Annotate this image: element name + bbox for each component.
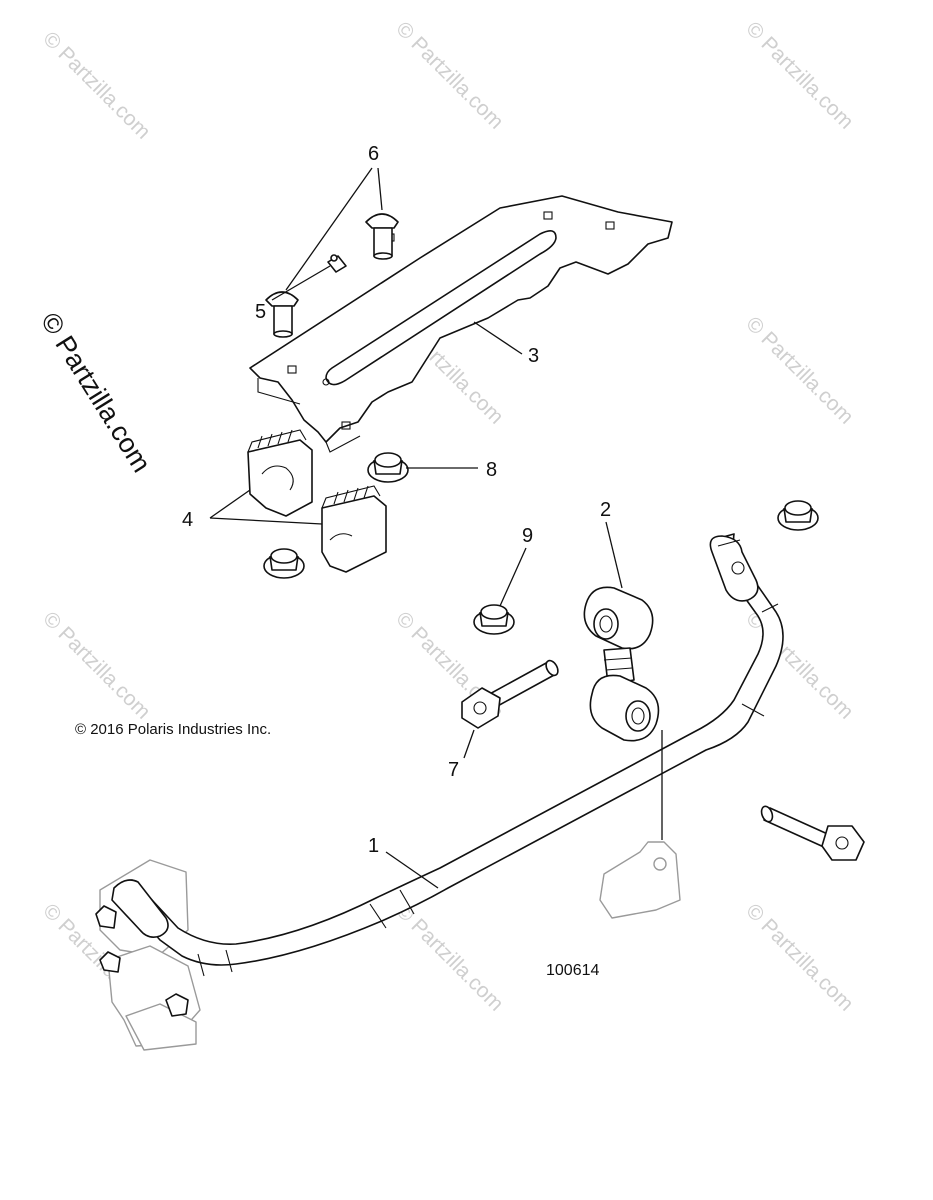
flange-nut-right — [777, 500, 819, 531]
stabilizer-bar — [111, 533, 784, 977]
callout-2: 2 — [600, 499, 611, 521]
bushing-upper — [247, 429, 313, 517]
side-watermark: © Partzilla.com — [35, 307, 157, 477]
grease-fitting — [327, 254, 347, 273]
carriage-bolt-left — [265, 291, 299, 338]
callout-1: 1 — [368, 835, 379, 857]
watermark: © Partzilla.com — [391, 899, 507, 1015]
stabilizer-link — [583, 586, 660, 742]
watermark: © Partzilla.com — [38, 607, 154, 723]
watermark: © Partzilla.com — [741, 312, 857, 428]
figure-number: 100614 — [546, 962, 599, 979]
flange-bolt-right — [760, 805, 865, 861]
callout-5: 5 — [255, 301, 266, 323]
flange-bolt-7 — [461, 659, 559, 729]
mounting-bracket — [249, 195, 673, 453]
watermark: © Partzilla.com — [741, 899, 857, 1015]
watermark: © Partzilla.com — [391, 17, 507, 133]
nut-9 — [473, 604, 515, 635]
flange-nut-8 — [367, 452, 409, 483]
callout-9: 9 — [522, 525, 533, 547]
frame-mount-bracket — [599, 841, 681, 919]
bushing-lower — [321, 485, 387, 573]
callout-4: 4 — [182, 509, 193, 531]
callout-8: 8 — [486, 459, 497, 481]
flange-nut-lower-left — [263, 548, 305, 579]
watermark: © Partzilla.com — [741, 17, 857, 133]
leader-lines — [209, 167, 663, 889]
watermark: © Partzilla.com — [38, 27, 154, 143]
callout-7: 7 — [448, 759, 459, 781]
callout-3: 3 — [528, 345, 539, 367]
callout-6: 6 — [368, 143, 379, 165]
carriage-bolt-right — [365, 213, 399, 260]
copyright-notice: © 2016 Polaris Industries Inc. — [75, 721, 271, 738]
